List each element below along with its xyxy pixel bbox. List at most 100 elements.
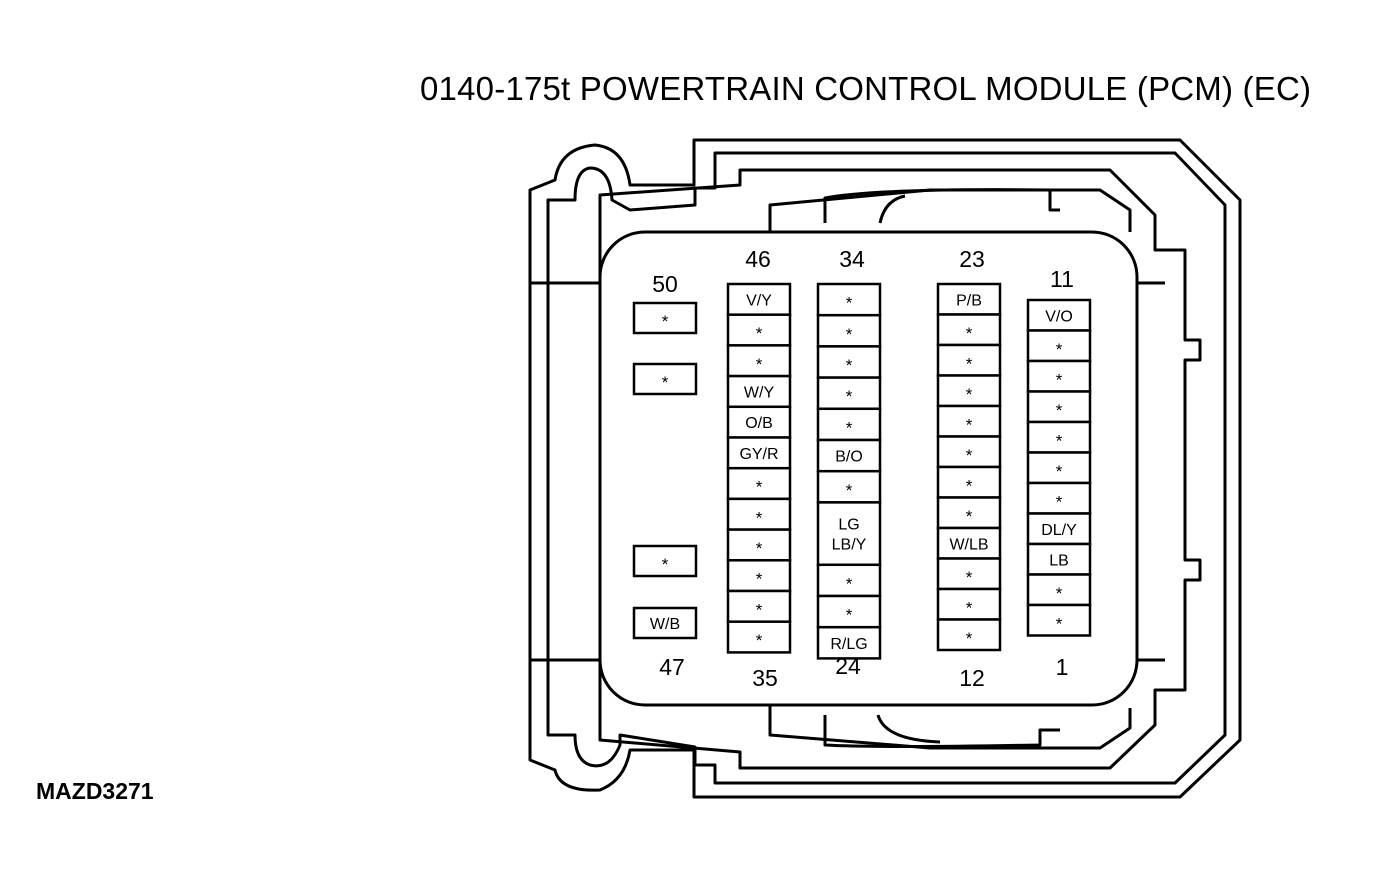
wire-color-label: W/LB: [949, 536, 988, 553]
pin-cell: *: [816, 376, 882, 411]
pin-cell: *: [1026, 329, 1092, 363]
wire-color-label: *: [846, 294, 853, 313]
pin-cell: *: [936, 313, 1002, 347]
wire-color-label: *: [966, 354, 973, 373]
pin-cavity: [726, 497, 792, 531]
wire-color-label: *: [662, 555, 669, 574]
wire-color-label: *: [662, 312, 669, 331]
wire-color-label: *: [662, 373, 669, 392]
wire-color-label: *: [1056, 401, 1063, 420]
pin-cavity: [726, 344, 792, 378]
wire-color-label: LG: [838, 517, 859, 534]
wire-color-label: V/O: [1045, 308, 1073, 325]
pin-number-label: 11: [1050, 266, 1074, 292]
wire-color-label: B/O: [835, 449, 863, 466]
pin-cavity: [936, 496, 1002, 530]
pin-cell: V/Y: [726, 282, 792, 316]
pin-cavity: [936, 313, 1002, 347]
pin-cell: *: [936, 557, 1002, 591]
wire-color-label: *: [966, 415, 973, 434]
pin-cavity: [1026, 481, 1092, 515]
wire-color-label: W/B: [650, 616, 680, 633]
wire-color-label: DL/Y: [1041, 522, 1077, 539]
pin-cell: *: [1026, 420, 1092, 454]
pin-cell: *: [726, 466, 792, 501]
wire-color-label: *: [756, 539, 763, 558]
pin-cell: P/B: [936, 282, 1002, 316]
wire-color-label: *: [966, 568, 973, 587]
pin-cell: *: [632, 362, 698, 396]
pin-number-label: 46: [745, 246, 771, 272]
wire-color-label: *: [1056, 492, 1063, 511]
pin-cavity: [632, 606, 698, 640]
pin-cavity: [936, 374, 1002, 408]
pin-cell: *: [936, 343, 1002, 377]
pin-cell: *: [936, 618, 1002, 652]
pin-cell: *: [936, 465, 1002, 499]
pin-cavity: [816, 501, 882, 567]
pin-cavity: [632, 301, 698, 335]
pin-number-label: 50: [652, 271, 678, 297]
wire-color-label: *: [846, 606, 853, 625]
pin-cavity: [1026, 542, 1092, 576]
pin-cavity: [816, 407, 882, 442]
key-tab-bottom-notch: [876, 714, 941, 744]
pin-cell: *: [726, 620, 792, 654]
pin-cavity: [1026, 298, 1092, 332]
key-tab-top-inner: [768, 188, 1132, 235]
pin-cavity: [726, 620, 792, 654]
pin-cavity: [936, 618, 1002, 652]
pin-cavity: [1026, 512, 1092, 546]
pin-cavity: [816, 376, 882, 411]
pin-cavity: [936, 282, 1002, 316]
pin-cavity: [1026, 359, 1092, 393]
pin-cell: *: [1026, 451, 1092, 485]
pin-number-label: 1: [1056, 654, 1069, 680]
pin-cell: *: [936, 374, 1002, 408]
wire-color-label: V/Y: [746, 292, 772, 309]
wire-color-label: *: [966, 476, 973, 495]
wire-color-label: LB/Y: [832, 537, 867, 554]
wire-color-label: *: [846, 325, 853, 344]
pin-cell: DL/Y: [1026, 512, 1092, 546]
pin-cell: *: [816, 282, 882, 317]
pin-cell: *: [816, 563, 882, 598]
pin-number-label: 23: [959, 246, 985, 272]
pin-cell: *: [1026, 390, 1092, 424]
key-tab-top-notch: [878, 194, 906, 224]
wire-color-label: *: [846, 418, 853, 437]
wire-color-label: *: [756, 570, 763, 589]
pin-cell: *: [816, 407, 882, 442]
pin-cell: *: [632, 544, 698, 578]
pin-cavity: [726, 374, 792, 409]
wire-color-label: *: [846, 356, 853, 375]
wire-color-label: *: [966, 598, 973, 617]
pin-cell: *: [936, 587, 1002, 621]
wire-color-label: *: [1056, 462, 1063, 481]
pin-cell: B/O: [816, 438, 882, 473]
pin-cell: *: [936, 496, 1002, 530]
pin-cavity: [816, 563, 882, 598]
pin-cell: *: [1026, 481, 1092, 515]
pin-cell: *: [1026, 359, 1092, 393]
wire-color-label: *: [1056, 431, 1063, 450]
wire-color-label: *: [1056, 370, 1063, 389]
wire-color-label: *: [966, 507, 973, 526]
pin-cell: *: [816, 345, 882, 379]
wire-color-label: *: [966, 324, 973, 343]
pin-cell: W/B: [632, 606, 698, 640]
pin-cell: *: [816, 469, 882, 504]
pin-cavity: [1026, 603, 1092, 637]
pin-cell: *: [936, 435, 1002, 469]
wire-color-label: *: [1056, 340, 1063, 359]
pin-cavity: [632, 362, 698, 396]
diagram-title: 0140-175t POWERTRAIN CONTROL MODULE (PCM…: [420, 70, 1312, 107]
pin-cell: O/B: [726, 405, 792, 439]
wire-color-label: R/LG: [830, 636, 867, 653]
wire-color-label: *: [966, 629, 973, 648]
pin-cell: W/LB: [936, 526, 1002, 560]
pin-number-label: 35: [752, 665, 778, 691]
pin-cell: *: [726, 528, 792, 562]
pin-cavity: [726, 466, 792, 501]
wire-color-label: LB: [1049, 552, 1069, 569]
